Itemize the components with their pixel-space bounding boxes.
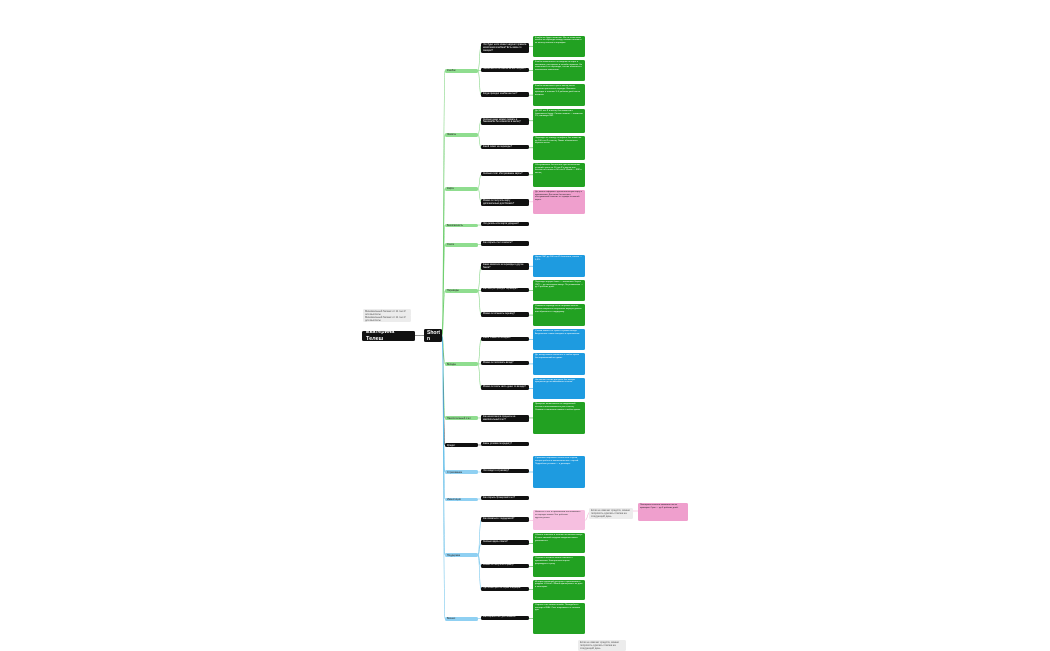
answer-5-2[interactable]: Отменить перевод после отправки нельзя. … <box>533 304 585 326</box>
answer-1-0[interactable]: До 100 тыс.₽ в месяц без комиссии в банк… <box>533 108 585 133</box>
answer-0-1[interactable]: Кэшбэк начисляется за покупки по карте в… <box>533 59 585 82</box>
category-0[interactable]: Кэшбэк <box>445 69 478 73</box>
connector-line <box>477 543 482 556</box>
note-min-balance-1: Минимальный баланс от 11 тыс.₽ для выпла… <box>363 309 411 317</box>
question-10-0[interactable]: Как открыть брокерский счет? <box>481 496 529 501</box>
category-4[interactable]: Счета <box>445 242 478 247</box>
connector-line <box>477 188 482 203</box>
answer-6-2[interactable]: Частичное снятие доступно без потери про… <box>533 377 585 400</box>
question-1-1[interactable]: Какой лимит на переводы? <box>481 144 529 150</box>
answer-0-0[interactable]: Кэшбэк не будет начислен. Мы не зачисляе… <box>533 35 585 57</box>
answer-2-1[interactable]: Да, можно оформить дополнительную карту … <box>533 189 585 214</box>
question-5-2[interactable]: Можно ли отменить перевод? <box>481 312 529 317</box>
connector-line <box>441 335 446 365</box>
category-12[interactable]: Бизнес <box>445 617 478 621</box>
question-6-1[interactable]: Можно ли пополнять вклад? <box>481 360 529 366</box>
answer-11-3[interactable]: История операций доступна в приложении в… <box>533 579 585 600</box>
connector-line <box>477 363 482 389</box>
question-6-2[interactable]: Можно ли снять часть денег со вклада? <box>481 385 529 390</box>
connector-line <box>477 70 482 96</box>
connector-line <box>477 134 482 149</box>
answer-6-0[interactable]: Ставки зависят от срока и суммы вклада. … <box>533 328 585 351</box>
category-5[interactable]: Переводы <box>445 289 478 293</box>
answer-11-0[interactable]: Написать в чат в приложении или позвонит… <box>533 510 585 531</box>
note-min-balance-2: Минимальный баланс от 11 тыс.₽ для выпла… <box>363 315 411 323</box>
question-0-2[interactable]: Когда приходит кэшбэк на счет? <box>481 92 529 97</box>
connector-line <box>477 554 482 590</box>
connector-line <box>477 265 482 291</box>
question-9-0[interactable]: Что входит в страховку? <box>481 468 529 474</box>
question-12-0[interactable]: Как открыть счет для бизнеса? <box>481 615 529 621</box>
question-0-0[interactable]: Что будет если клиент нарушит правила на… <box>481 43 529 54</box>
question-5-1[interactable]: Как быстро приходят переводы? <box>481 287 529 293</box>
connector-line <box>441 290 446 336</box>
connector-line <box>477 290 482 316</box>
connector-line <box>477 174 482 189</box>
question-11-3[interactable]: Где посмотреть историю операций? <box>481 586 529 592</box>
question-11-0[interactable]: Как связаться с поддержкой? <box>481 517 529 522</box>
connector-line <box>477 120 482 135</box>
connector-line <box>477 339 482 365</box>
hub-node[interactable]: Short n <box>424 329 442 342</box>
question-2-0[interactable]: Сколько стоит обслуживание карты? <box>481 171 529 177</box>
question-2-1[interactable]: Можно ли получить карту дополнительно дл… <box>481 198 529 207</box>
answer-1-1[interactable]: Переводы по номеру телефона без комиссии… <box>533 135 585 160</box>
category-6[interactable]: Вклады <box>445 362 478 367</box>
category-11[interactable]: Поддержка <box>445 553 478 558</box>
question-11-1[interactable]: Сколько ждать ответа? <box>481 540 529 545</box>
connector-line <box>477 519 482 556</box>
category-8[interactable]: Кредит <box>445 443 478 448</box>
answer-11-1[interactable]: Обычно отвечаем в течение нескольких мин… <box>533 533 585 554</box>
question-7-0[interactable]: Как начисляются проценты на накопительны… <box>481 414 529 423</box>
question-4-0[interactable]: Как открыть счет в валюте? <box>481 241 529 246</box>
answer-6-1[interactable]: Да, вклад можно пополнять в любое время … <box>533 353 585 375</box>
question-0-1[interactable]: Начисляется ли кэшбэк на все покупки? <box>481 67 529 73</box>
question-5-0[interactable]: Какая комиссия за переводы в другие банк… <box>481 263 529 271</box>
side-note: Если не хватает средств, можно попросить… <box>589 508 633 519</box>
category-3[interactable]: Безопасность <box>445 223 478 228</box>
category-9[interactable]: Страхование <box>445 470 478 475</box>
question-3-0[interactable]: Что делать если карта украдена? <box>481 222 529 227</box>
extra-answer-card[interactable]: Повторная выплата возможна после проверк… <box>638 503 688 521</box>
question-11-2[interactable]: Можно ли получить справку? <box>481 563 529 568</box>
connector-line <box>441 335 446 619</box>
category-1[interactable]: Лимиты <box>445 132 478 137</box>
question-8-0[interactable]: Какие условия по кредиту? <box>481 441 529 447</box>
answer-11-2[interactable]: Справки и выписки можно заказать в прило… <box>533 556 585 577</box>
root-node[interactable]: Екатерина Телеш <box>362 331 415 341</box>
question-1-0[interactable]: Сколько денег можно снимать в банкоматах… <box>481 117 529 126</box>
connector-line <box>477 45 482 71</box>
question-6-0[interactable]: Какие ставки по вкладам? <box>481 336 529 341</box>
answer-5-0[interactable]: Через СБП до 100 тыс.₽ бесплатно, свыше … <box>533 255 585 277</box>
answer-2-0[interactable]: Обслуживание бесплатное при выполнении у… <box>533 162 585 187</box>
answer-5-1[interactable]: Переводы внутри банка — мгновенно. Через… <box>533 279 585 302</box>
note-next-day-payment: Если не хватает средств, можно попросить… <box>578 640 626 651</box>
answer-0-2[interactable]: Кэшбэк зачисляется раз в месяц после зак… <box>533 84 585 106</box>
category-2[interactable]: Карта <box>445 186 478 191</box>
category-7[interactable]: Накопительный счет <box>445 416 478 421</box>
category-10[interactable]: Инвестиции <box>445 497 478 502</box>
answer-7-0[interactable]: Проценты начисляются на ежедневный остат… <box>533 402 585 434</box>
answer-9-0[interactable]: Страховка покрывает несчастные случаи, п… <box>533 456 585 488</box>
answer-12-0[interactable]: Открыть счет можно онлайн. Понадобятся п… <box>533 602 585 635</box>
